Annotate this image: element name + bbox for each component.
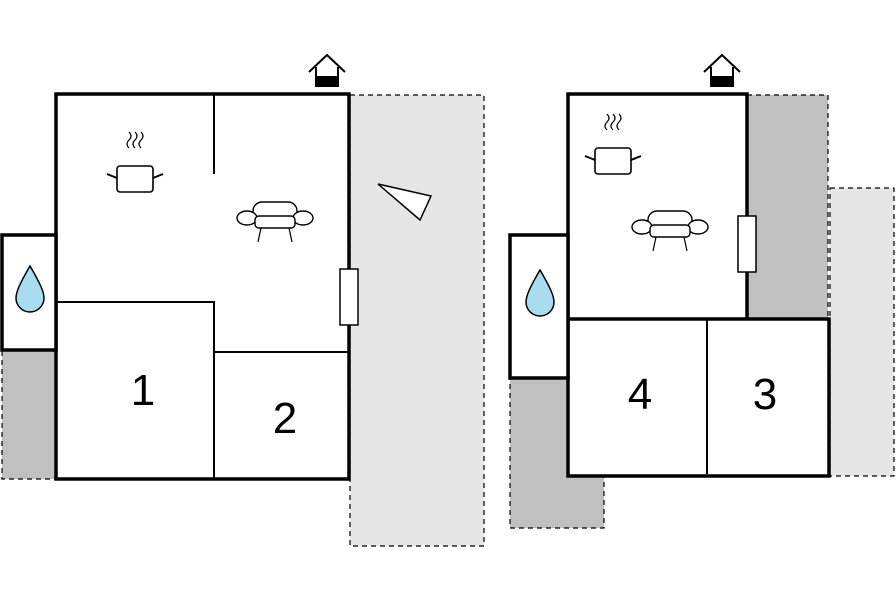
terrace-right-unit-a	[349, 94, 485, 547]
window-icon	[339, 268, 359, 326]
room-3-label: 3	[753, 370, 777, 419]
unit-a-room-1-wall	[57, 301, 215, 478]
water-drop-icon	[525, 268, 555, 317]
cooking-pot-icon	[106, 131, 164, 193]
room-4-label: 4	[628, 370, 652, 419]
unit-a: 1 2	[0, 53, 433, 481]
house-entrance-icon	[308, 53, 346, 87]
unit-a-main-room	[54, 92, 351, 481]
terrace-left-unit-a	[1, 349, 57, 480]
room-2-label: 2	[273, 394, 297, 443]
window-icon	[737, 215, 757, 273]
water-drop-icon	[15, 264, 45, 313]
unit-b-upper-room	[566, 92, 749, 322]
unit-b-lower-rooms	[566, 317, 831, 478]
unit-b: 4 3	[508, 53, 831, 478]
terrace-far-right-unit-b	[829, 187, 895, 477]
room-1-label: 1	[131, 366, 155, 415]
sofa-icon	[631, 210, 709, 252]
view-direction-icon	[377, 183, 433, 222]
terrace-top-right-unit-b	[746, 94, 829, 321]
sofa-icon	[236, 201, 314, 243]
cooking-pot-icon	[584, 113, 642, 175]
house-entrance-icon	[703, 53, 741, 87]
